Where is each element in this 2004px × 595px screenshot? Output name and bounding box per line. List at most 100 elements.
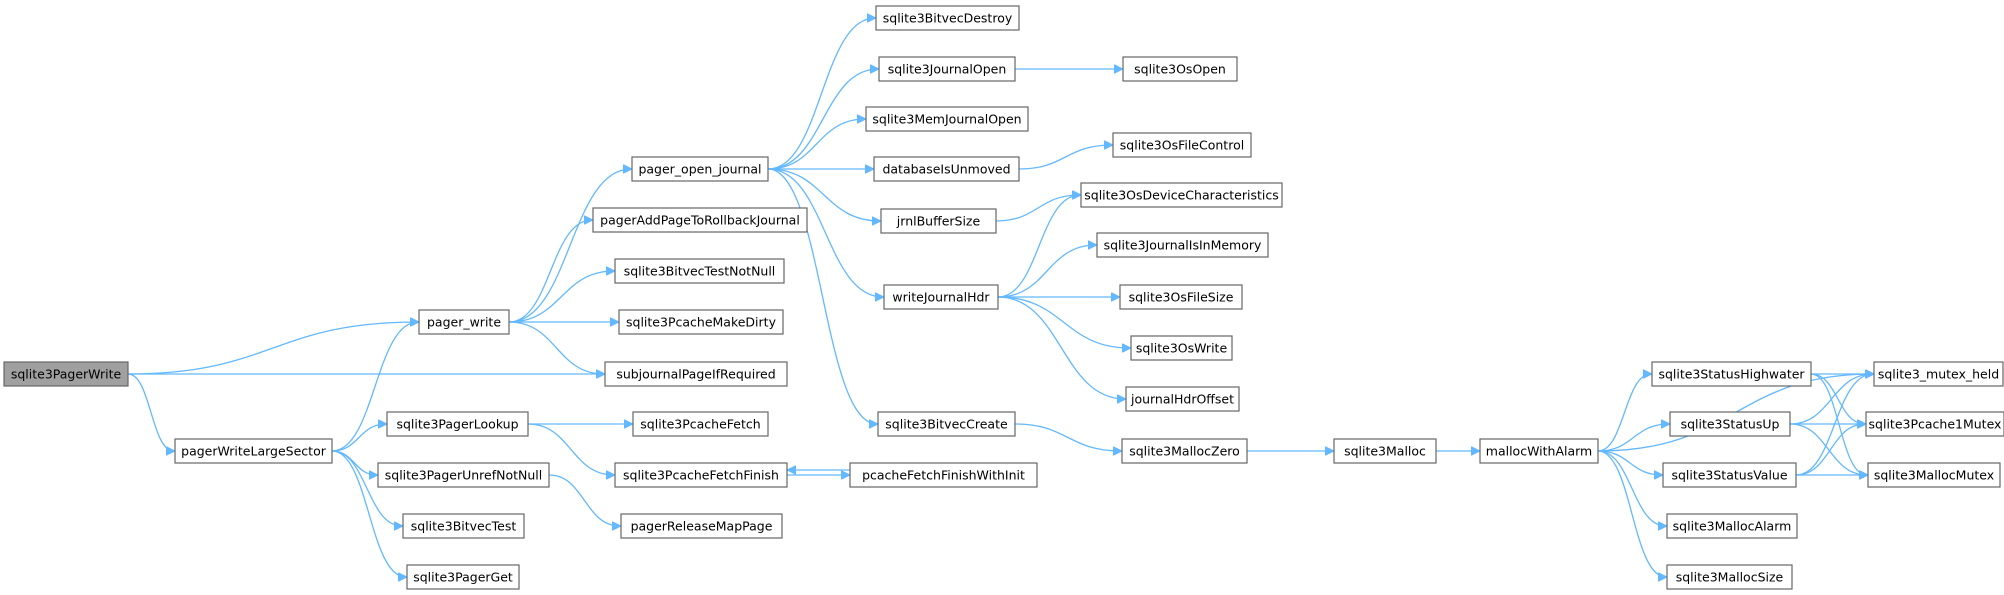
node-box[interactable] <box>1651 361 1812 387</box>
node-box[interactable] <box>865 106 1029 132</box>
node-label: sqlite3StatusHighwater <box>1658 367 1805 382</box>
node-box[interactable] <box>604 361 788 387</box>
node-sqlite3OsWrite[interactable]: sqlite3OsWrite <box>1130 335 1233 361</box>
node-sqlite3JournalIsInMemory[interactable]: sqlite3JournalIsInMemory <box>1096 232 1269 258</box>
node-sqlite3BitvecTestNotNull[interactable]: sqlite3BitvecTestNotNull <box>614 258 785 284</box>
node-box[interactable] <box>3 361 129 387</box>
node-label: pager_write <box>427 315 501 330</box>
node-sqlite3PagerUnrefNotNull[interactable]: sqlite3PagerUnrefNotNull <box>377 462 550 488</box>
node-box[interactable] <box>618 309 784 335</box>
node-journalHdrOffset[interactable]: journalHdrOffset <box>1125 386 1240 412</box>
node-box[interactable] <box>878 56 1016 82</box>
node-sqlite3MallocMutex[interactable]: sqlite3MallocMutex <box>1867 462 2001 488</box>
node-sqlite3PcacheFetchFinish[interactable]: sqlite3PcacheFetchFinish <box>614 462 788 488</box>
node-box[interactable] <box>1112 132 1252 158</box>
node-sqlite3PagerLookup[interactable]: sqlite3PagerLookup <box>386 411 529 437</box>
edge-pager_write-to-pagerAddPageToRollbackJournal <box>508 220 592 323</box>
node-box[interactable] <box>402 513 525 539</box>
node-label: subjournalPageIfRequired <box>616 367 775 382</box>
node-box[interactable] <box>1666 513 1798 539</box>
node-box[interactable] <box>386 411 529 437</box>
node-subjournalPageIfRequired[interactable]: subjournalPageIfRequired <box>604 361 788 387</box>
node-sqlite3Pcache1Mutex[interactable]: sqlite3Pcache1Mutex <box>1865 411 2004 437</box>
node-pager_write[interactable]: pager_write <box>418 309 510 335</box>
node-sqlite3BitvecTest[interactable]: sqlite3BitvecTest <box>402 513 525 539</box>
node-box[interactable] <box>406 564 520 590</box>
node-box[interactable] <box>883 284 999 310</box>
edge-mallocWithAlarm-to-sqlite3MallocSize <box>1597 450 1666 577</box>
edge-pagerWriteLargeSector-to-sqlite3PagerGet <box>331 450 406 577</box>
node-pagerAddPageToRollbackJournal[interactable]: pagerAddPageToRollbackJournal <box>592 207 808 233</box>
edge-pagerWriteLargeSector-to-sqlite3PagerLookup <box>331 424 386 452</box>
node-pager_open_journal[interactable]: pager_open_journal <box>631 156 769 182</box>
node-box[interactable] <box>1865 411 2004 437</box>
node-sqlite3PagerGet[interactable]: sqlite3PagerGet <box>406 564 520 590</box>
node-box[interactable] <box>1119 284 1243 310</box>
node-sqlite3StatusUp[interactable]: sqlite3StatusUp <box>1669 411 1791 437</box>
node-pagerWriteLargeSector[interactable]: pagerWriteLargeSector <box>174 438 333 464</box>
node-sqlite3_mutex_held[interactable]: sqlite3_mutex_held <box>1873 361 2004 387</box>
node-label: sqlite3StatusUp <box>1681 417 1780 432</box>
node-sqlite3BitvecCreate[interactable]: sqlite3BitvecCreate <box>877 411 1016 437</box>
node-box[interactable] <box>631 156 769 182</box>
node-box[interactable] <box>1669 411 1791 437</box>
edge-pager_open_journal-to-sqlite3BitvecDestroy <box>767 18 875 170</box>
node-box[interactable] <box>592 207 808 233</box>
node-box[interactable] <box>614 258 785 284</box>
node-sqlite3JournalOpen[interactable]: sqlite3JournalOpen <box>878 56 1016 82</box>
node-sqlite3StatusValue[interactable]: sqlite3StatusValue <box>1662 462 1797 488</box>
node-sqlite3OsFileControl[interactable]: sqlite3OsFileControl <box>1112 132 1252 158</box>
node-label: sqlite3JournalOpen <box>888 62 1007 77</box>
node-jrnlBufferSize[interactable]: jrnlBufferSize <box>880 208 997 234</box>
node-box[interactable] <box>1666 564 1793 590</box>
node-box[interactable] <box>174 438 333 464</box>
node-box[interactable] <box>1662 462 1797 488</box>
node-box[interactable] <box>849 462 1038 488</box>
node-mallocWithAlarm[interactable]: mallocWithAlarm <box>1479 438 1599 464</box>
node-writeJournalHdr[interactable]: writeJournalHdr <box>883 284 999 310</box>
node-sqlite3MallocAlarm[interactable]: sqlite3MallocAlarm <box>1666 513 1798 539</box>
node-label: sqlite3BitvecDestroy <box>883 11 1013 26</box>
node-box[interactable] <box>880 208 997 234</box>
node-sqlite3MemJournalOpen[interactable]: sqlite3MemJournalOpen <box>865 106 1029 132</box>
edge-mallocWithAlarm-to-sqlite3StatusHighwater <box>1597 374 1651 452</box>
node-box[interactable] <box>1873 361 2004 387</box>
node-box[interactable] <box>614 462 788 488</box>
edge-pager_open_journal-to-sqlite3JournalOpen <box>767 69 878 170</box>
node-box[interactable] <box>418 309 510 335</box>
node-box[interactable] <box>1130 335 1233 361</box>
node-box[interactable] <box>1125 386 1240 412</box>
node-box[interactable] <box>632 411 769 437</box>
node-box[interactable] <box>1122 56 1238 82</box>
node-box[interactable] <box>377 462 550 488</box>
node-label: sqlite3PagerLookup <box>396 417 518 432</box>
node-box[interactable] <box>1333 438 1437 464</box>
node-box[interactable] <box>873 156 1020 182</box>
node-sqlite3PcacheFetch[interactable]: sqlite3PcacheFetch <box>632 411 769 437</box>
node-pagerReleaseMapPage[interactable]: pagerReleaseMapPage <box>620 513 783 539</box>
node-box[interactable] <box>877 411 1016 437</box>
node-box[interactable] <box>1080 182 1283 208</box>
node-databaseIsUnmoved[interactable]: databaseIsUnmoved <box>873 156 1020 182</box>
node-box[interactable] <box>1479 438 1599 464</box>
node-sqlite3StatusHighwater[interactable]: sqlite3StatusHighwater <box>1651 361 1812 387</box>
node-sqlite3Malloc[interactable]: sqlite3Malloc <box>1333 438 1437 464</box>
node-sqlite3MallocZero[interactable]: sqlite3MallocZero <box>1121 438 1248 464</box>
node-box[interactable] <box>1867 462 2001 488</box>
node-box[interactable] <box>1121 438 1248 464</box>
node-sqlite3OsDeviceCharacteristics[interactable]: sqlite3OsDeviceCharacteristics <box>1080 182 1283 208</box>
node-pcacheFetchFinishWithInit[interactable]: pcacheFetchFinishWithInit <box>849 462 1038 488</box>
node-label: sqlite3MallocMutex <box>1874 468 1994 483</box>
node-sqlite3OsFileSize[interactable]: sqlite3OsFileSize <box>1119 284 1243 310</box>
node-sqlite3PagerWrite[interactable]: sqlite3PagerWrite <box>3 361 129 387</box>
node-label: writeJournalHdr <box>892 290 990 305</box>
node-box[interactable] <box>620 513 783 539</box>
node-label: pagerWriteLargeSector <box>181 444 327 459</box>
node-sqlite3OsOpen[interactable]: sqlite3OsOpen <box>1122 56 1238 82</box>
node-sqlite3BitvecDestroy[interactable]: sqlite3BitvecDestroy <box>875 5 1020 31</box>
node-box[interactable] <box>1096 232 1269 258</box>
edge-pager_open_journal-to-sqlite3MemJournalOpen <box>767 119 865 170</box>
node-sqlite3MallocSize[interactable]: sqlite3MallocSize <box>1666 564 1793 590</box>
node-sqlite3PcacheMakeDirty[interactable]: sqlite3PcacheMakeDirty <box>618 309 784 335</box>
node-box[interactable] <box>875 5 1020 31</box>
